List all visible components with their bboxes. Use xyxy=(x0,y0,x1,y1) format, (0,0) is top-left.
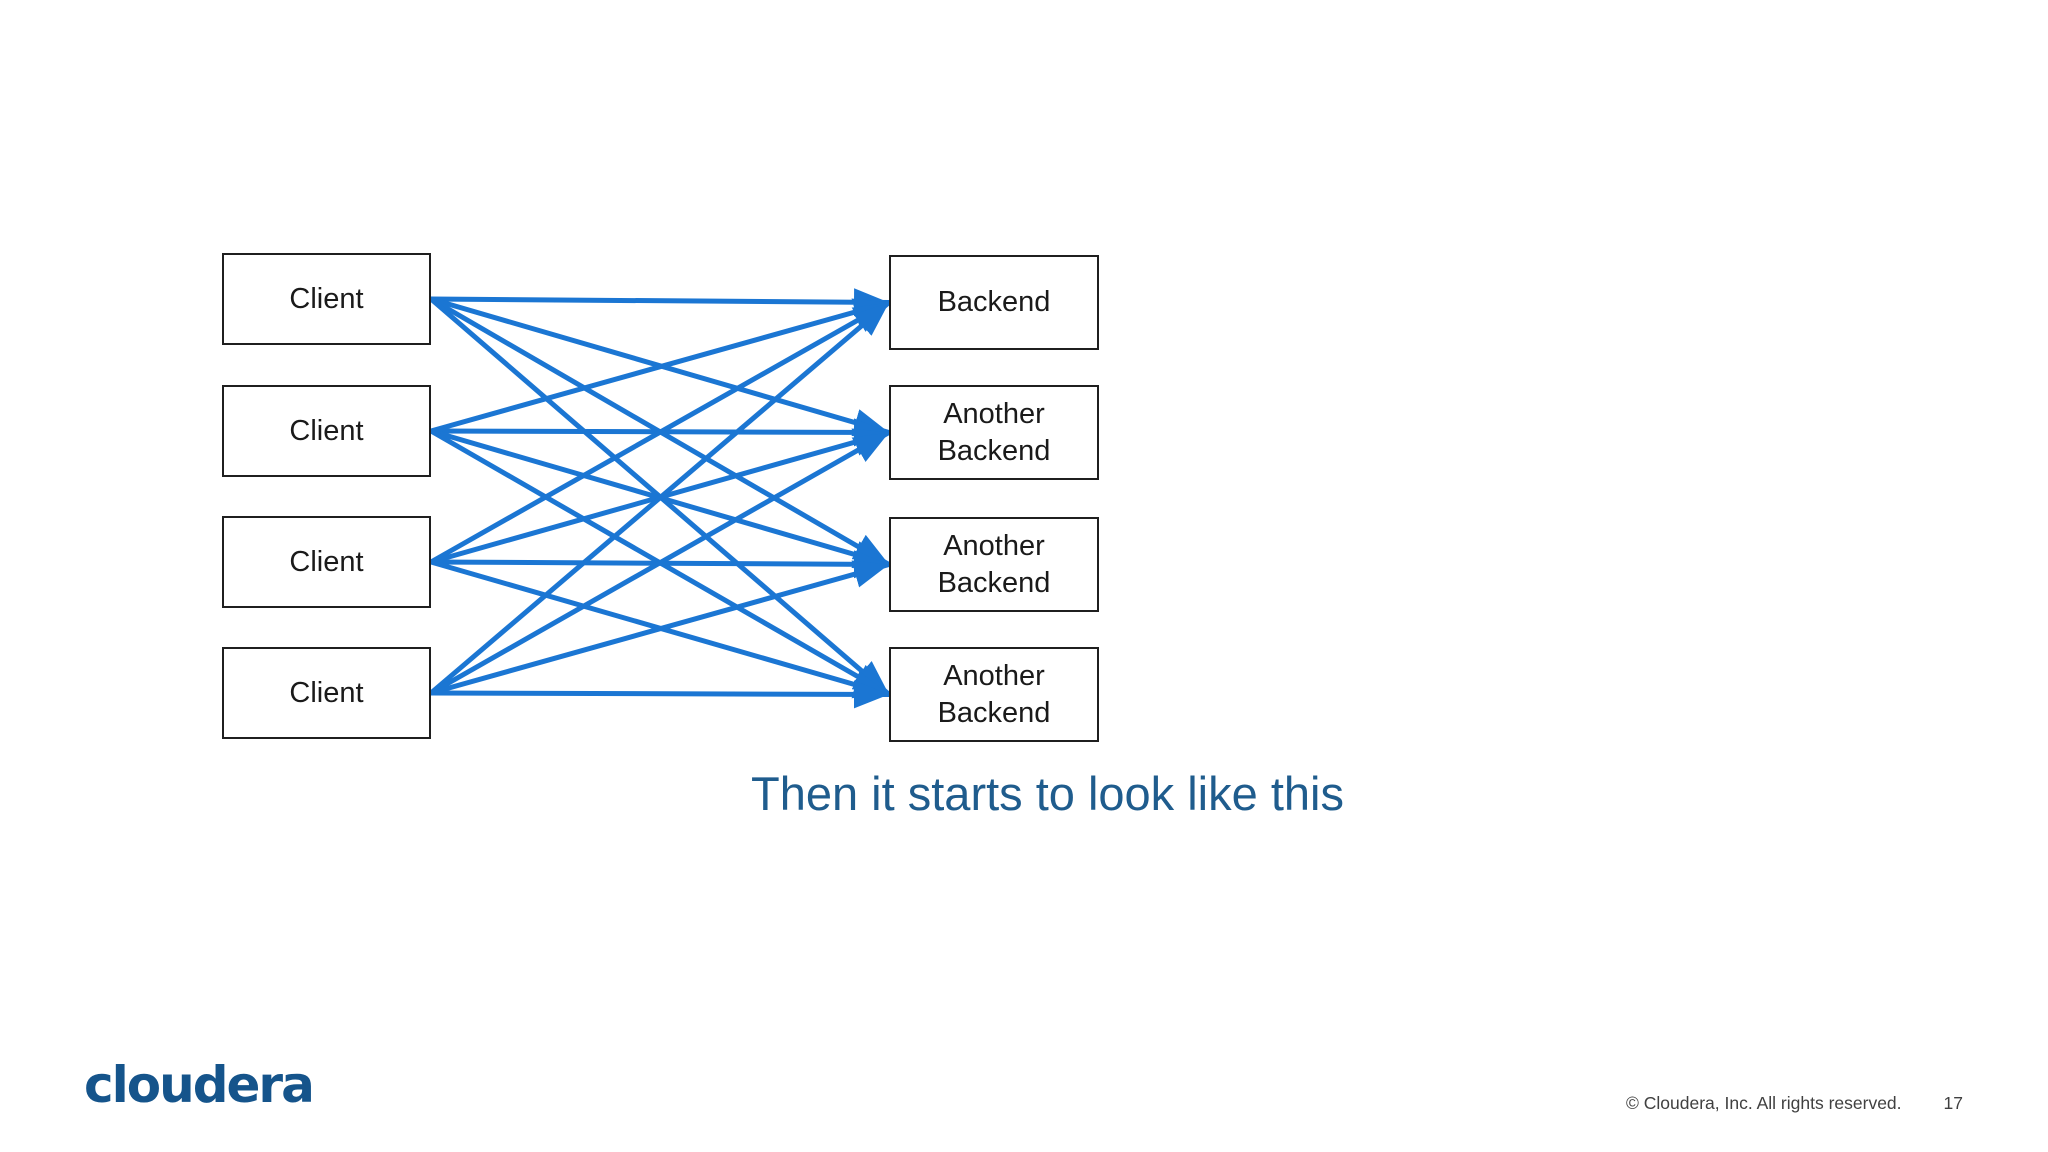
backend-node: Backend xyxy=(889,255,1099,350)
client-3-to-backend-2-arrow xyxy=(430,560,890,696)
client-node: Client xyxy=(222,253,431,345)
client-node: Client xyxy=(222,647,431,739)
client-node: Client xyxy=(222,385,431,477)
page-number: 17 xyxy=(1943,1093,1963,1113)
backend-node: Another Backend xyxy=(889,385,1099,480)
client-0-to-backend-0-arrow xyxy=(430,288,890,317)
client-2-to-backend-0-arrow xyxy=(429,300,891,565)
client-3-to-backend-3-arrow xyxy=(430,680,890,709)
client-3-to-backend-0-arrow xyxy=(429,300,891,695)
client-3-to-backend-1-arrow xyxy=(429,430,891,696)
caption: Then it starts to look like this xyxy=(751,767,1344,820)
copyright-text: © Cloudera, Inc. All rights reserved. xyxy=(1626,1093,1902,1113)
cloudera-logo: cloudera xyxy=(84,1056,315,1114)
backend-node: Another Backend xyxy=(889,647,1099,742)
footer: © Cloudera, Inc. All rights reserved. 17 xyxy=(1626,1093,1963,1114)
client-1-to-backend-0-arrow xyxy=(430,298,890,434)
client-node: Client xyxy=(222,516,431,608)
backend-node: Another Backend xyxy=(889,517,1099,612)
